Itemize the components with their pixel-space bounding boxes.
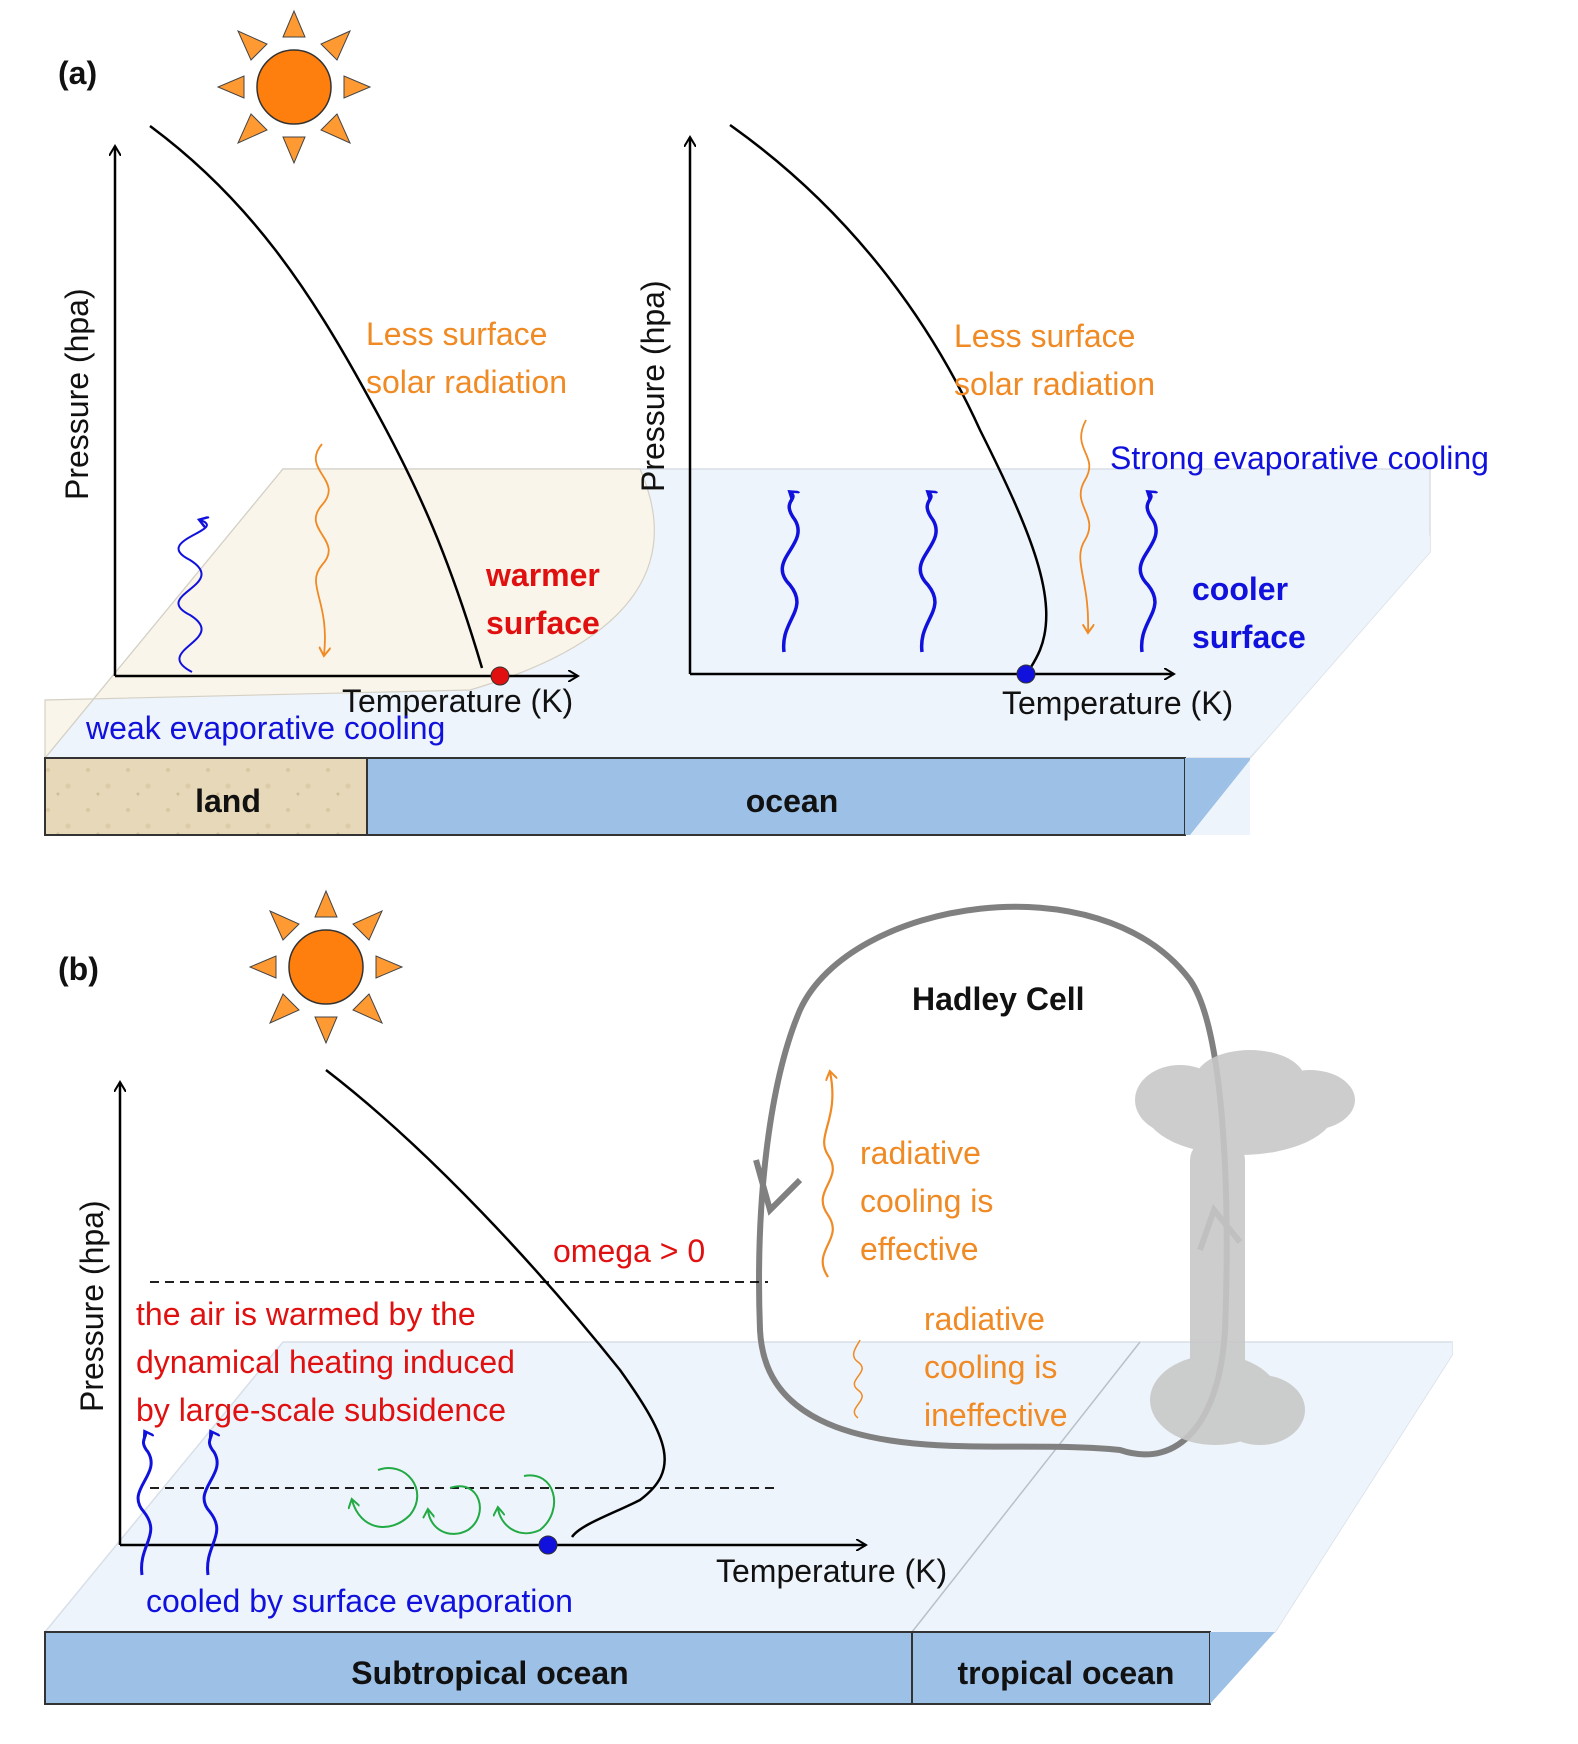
- wavy-arrow-icon: [852, 1339, 863, 1419]
- cooler-label-1: cooler: [1192, 571, 1288, 607]
- subtropical-label: Subtropical ocean: [351, 1655, 628, 1691]
- weak-evap-label: weak evaporative cooling: [85, 710, 445, 746]
- wavy-arrow-icon: [918, 492, 936, 653]
- strong-evap-label: Strong evaporative cooling: [1110, 440, 1489, 476]
- region-divider-top: [911, 1341, 1141, 1633]
- surface-point-b: [538, 1535, 558, 1555]
- right-xlabel-a: Temperature (K): [1002, 685, 1233, 721]
- ocean-slab-side-b: [1210, 1342, 1452, 1632]
- ylabel-b: Pressure (hpa): [74, 1200, 110, 1412]
- land-label: land: [195, 783, 261, 819]
- tropical-front-face: [911, 1631, 1211, 1705]
- ocean-front-face-a: [366, 757, 1186, 836]
- surface-point-cool: [1016, 664, 1036, 684]
- warm-text-2: dynamical heating induced: [136, 1344, 515, 1380]
- less-solar-left-2: solar radiation: [366, 364, 567, 400]
- rad-ineff-3: ineffective: [924, 1397, 1068, 1433]
- xlabel-b: Temperature (K): [716, 1553, 947, 1589]
- land-top-region: [44, 468, 655, 760]
- sun-icon: [248, 889, 404, 1045]
- rad-ineff-2: cooling is: [924, 1349, 1057, 1385]
- cooler-label-2: surface: [1192, 619, 1306, 655]
- temperature-profile-b: [325, 1069, 666, 1538]
- hadley-cell-label: Hadley Cell: [912, 981, 1085, 1017]
- panel-a-label: (a): [58, 55, 97, 91]
- sun-icon: [216, 9, 372, 165]
- wavy-arrow-icon: [1079, 419, 1089, 632]
- less-solar-right-1: Less surface: [954, 318, 1135, 354]
- eddy-arrow-icon: [428, 1485, 481, 1535]
- wavy-arrow-icon: [314, 443, 329, 655]
- wavy-arrow-icon: [780, 492, 798, 653]
- wavy-arrow-icon: [136, 1432, 151, 1576]
- warm-text-1: the air is warmed by the: [136, 1296, 476, 1332]
- rad-eff-1: radiative: [860, 1135, 981, 1171]
- tropical-label: tropical ocean: [958, 1655, 1175, 1691]
- wavy-arrow-icon: [202, 1432, 217, 1576]
- surface-point-warm: [490, 666, 510, 686]
- rad-eff-3: effective: [860, 1231, 979, 1267]
- omega-label: omega > 0: [553, 1233, 705, 1269]
- panel-b: Subtropical ocean tropical ocean (b) Had…: [43, 889, 1453, 1705]
- loop-arrow-down: [753, 1159, 803, 1216]
- left-ylabel-a: Pressure (hpa): [59, 288, 95, 500]
- left-xlabel-a: Temperature (K): [342, 683, 573, 719]
- wavy-arrow-icon: [1138, 492, 1156, 653]
- ocean-side-face-a: [1185, 758, 1250, 835]
- eddy-arrow-icon: [498, 1474, 556, 1535]
- wavy-arrow-icon: [177, 520, 206, 673]
- subtropical-front-face: [44, 1631, 913, 1705]
- land-front-face: [44, 757, 368, 836]
- less-solar-left-1: Less surface: [366, 316, 547, 352]
- ocean-side-face-b: [1210, 1632, 1275, 1704]
- temperature-profile-right-a: [729, 123, 1048, 673]
- rad-ineff-1: radiative: [924, 1301, 1045, 1337]
- ocean-label-a: ocean: [746, 783, 838, 819]
- cooled-label: cooled by surface evaporation: [146, 1583, 573, 1619]
- temperature-profile-left-a: [149, 124, 484, 669]
- panel-b-label: (b): [58, 951, 99, 987]
- right-ylabel-a: Pressure (hpa): [635, 280, 671, 492]
- rad-eff-2: cooling is: [860, 1183, 993, 1219]
- cloud-icon: [1135, 1050, 1355, 1445]
- warm-text-3: by large-scale subsidence: [136, 1392, 506, 1428]
- warmer-label-2: surface: [486, 605, 600, 641]
- less-solar-right-2: solar radiation: [954, 366, 1155, 402]
- warmer-label-1: warmer: [485, 557, 600, 593]
- panel-a: land ocean (a) Pressure (hpa) Temperatur…: [43, 9, 1489, 836]
- eddy-arrow-icon: [352, 1467, 419, 1528]
- wavy-arrow-icon: [821, 1072, 833, 1278]
